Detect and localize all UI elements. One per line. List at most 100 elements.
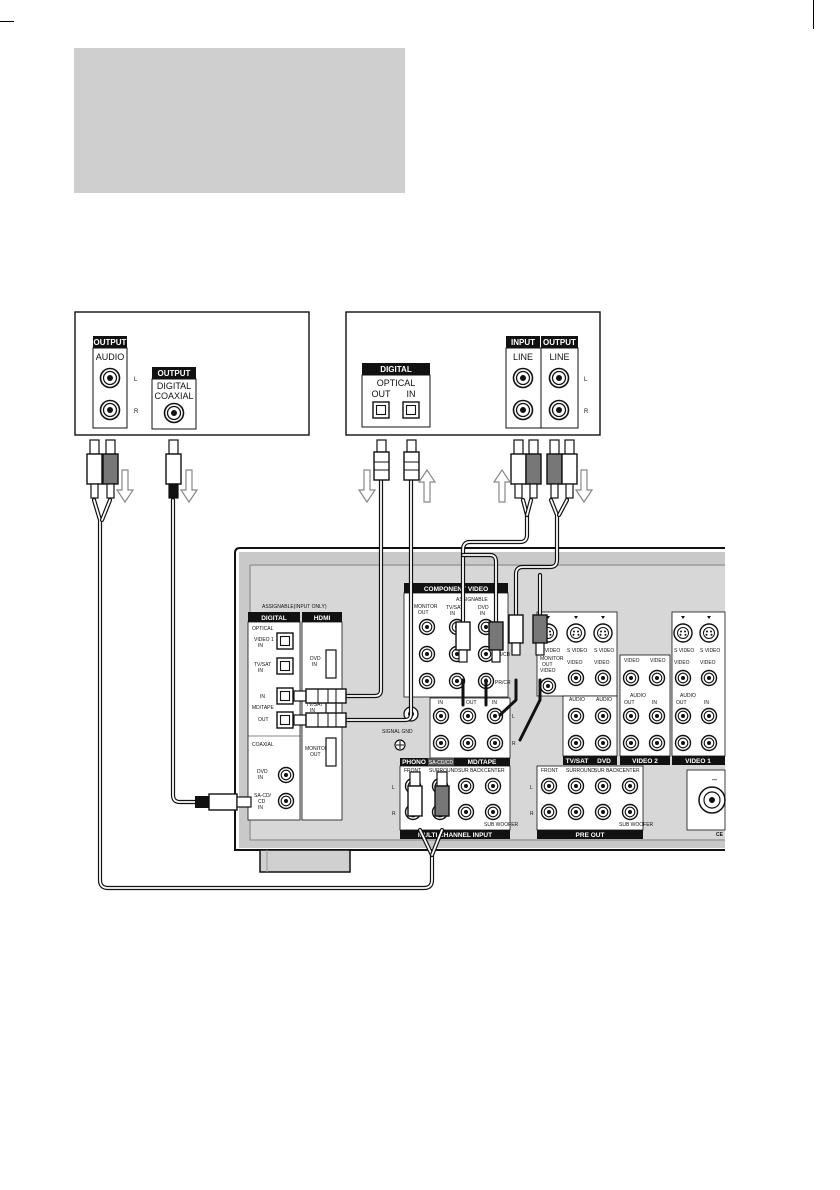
video1-svideo-out-jack[interactable] [673,623,693,643]
optical-video1-in-jack[interactable] [276,632,294,650]
device-a-audio-l-jack[interactable] [99,367,121,389]
optical-label: OPTICAL [252,626,274,632]
mdtape-in-r-jack[interactable] [486,734,504,752]
preout-front-l-jack[interactable] [540,777,558,795]
preout-surround-l-jack[interactable] [567,777,585,795]
video1-video-in-label: VIDEO [700,660,716,666]
audio-dvd-l-jack[interactable] [594,707,612,725]
svideo-label-3: S VIDEO [594,648,614,654]
preout-surround-label: SURROUND [566,768,595,774]
device-b-l: L [584,377,588,383]
comp-monitor-pr-jack[interactable] [418,672,436,690]
hdmi-tvsat-label-2: IN [310,708,315,714]
video2-audio-out-l-jack[interactable] [622,707,640,725]
hdmi-monitor-label-1: MONITOR [305,746,329,752]
mdtape-in-jack-label: IN [492,700,497,706]
receiver-mci-front-plugs [407,771,450,817]
audio-dvd-r-jack[interactable] [594,734,612,752]
device-b-optical-out-label: OUT [372,389,392,399]
preout-front-label: FRONT [541,768,558,774]
monitor-out-label-1: MONITOR [540,656,564,662]
video-dvd-in-jack[interactable] [594,669,612,687]
optical-tvsat-in-jack[interactable] [276,657,294,675]
digital-heading: DIGITAL [261,615,287,622]
device-a-audio-r-jack[interactable] [99,399,121,421]
svideo-tvsat-in-jack[interactable] [566,623,586,643]
sacd-audio-r-jack[interactable] [432,734,450,752]
optical-mdtape-in-jack[interactable] [276,687,294,705]
video2-audio-out-r-jack[interactable] [622,734,640,752]
mdtape-audio-heading: MD/TAPE [468,759,497,766]
video1-video-out-jack[interactable] [674,669,692,687]
mdtape-out-jack-label: OUT [466,700,477,706]
sacd-in-label-3: IN [258,805,263,811]
device-a-coaxial-jack[interactable] [163,402,185,424]
video1-audio-label: AUDIO [680,693,696,699]
svideo-dvd-in-jack[interactable] [593,623,613,643]
optical-plug-in-b [403,439,420,481]
mci-surback-r-jack[interactable] [457,803,475,821]
video1-video-in-jack[interactable] [700,669,718,687]
preout-surback-l-jack[interactable] [594,777,612,795]
hdmi-dvd-in-port[interactable] [325,649,337,679]
preout-center-jack[interactable] [621,777,639,795]
video1-video-out-label: VIDEO [674,660,690,666]
video1-in-label: IN [704,700,709,706]
mci-surback-l-jack[interactable] [457,777,475,795]
preout-surround-r-jack[interactable] [567,803,585,821]
device-b-line-in-label: LINE [513,352,533,362]
video1-svideo-in-jack[interactable] [699,623,719,643]
preout-subwoofer-jack[interactable] [621,803,639,821]
video1-audio-in-r-jack[interactable] [700,734,718,752]
device-b-line-in-l-jack[interactable] [512,367,534,389]
tvsat-video-label: VIDEO [567,660,583,666]
device-b: DIGITAL OPTICAL OUT IN INPUT OUTPUT LINE… [345,311,601,436]
video1-audio-out-r-jack[interactable] [674,734,692,752]
audio-tvsat-l-jack[interactable] [567,707,585,725]
coaxial-sacd-in-jack[interactable] [277,792,295,810]
device-b-line-out-l-jack[interactable] [548,367,570,389]
mdtape-out-r-jack[interactable] [459,734,477,752]
video1-svideo-out-label: S VIDEO [674,648,694,654]
video2-audio-in-r-jack[interactable] [648,734,666,752]
device-b-line-out-r-jack[interactable] [548,399,570,421]
dvd-video-label: VIDEO [594,660,610,666]
phono-in-label: IN [438,700,443,706]
device-b-optical-label: OPTICAL [377,378,416,388]
preout-r-label: R [530,811,534,817]
optical-mdtape-out-jack[interactable] [276,711,294,729]
video2-audio-in-l-jack[interactable] [648,707,666,725]
preout-front-r-jack[interactable] [540,803,558,821]
sacd-audio-l-jack[interactable] [432,707,450,725]
device-b-r: R [584,409,589,415]
video1-audio-out-l-jack[interactable] [674,707,692,725]
svideo-label-1: S VIDEO [540,648,560,654]
video2-video-in-jack[interactable] [648,669,666,687]
video-monitor-out-jack[interactable] [539,677,557,695]
mdtape-out-l-jack[interactable] [459,707,477,725]
header-placeholder-box [74,48,405,193]
mdtape-out-label: OUT [258,717,269,723]
video1-audio-in-l-jack[interactable] [700,707,718,725]
comp-dvd-label-2: IN [480,611,485,617]
hdmi-monitor-label-2: OUT [310,752,321,758]
device-b-optical-out-jack[interactable] [372,401,390,419]
video2-video-in-label: VIDEO [650,658,666,664]
audio-tvsat-r-jack[interactable] [567,734,585,752]
hdmi-monitor-out-port[interactable] [325,737,337,767]
coaxial-plug-receiver [195,793,252,811]
video-tvsat-in-jack[interactable] [567,669,585,687]
assignable-note: ASSIGNABLE(INPUT ONLY) [262,604,327,610]
mdtape-label: MD/TAPE [252,705,275,711]
preout-surback-r-jack[interactable] [594,803,612,821]
audio-l-label: L [512,714,515,720]
video2-video-out-jack[interactable] [622,669,640,687]
device-b-optical-in-jack[interactable] [402,401,420,419]
mci-center-jack[interactable] [484,777,502,795]
mci-subwoofer-jack[interactable] [484,803,502,821]
device-b-line-in-r-jack[interactable] [512,399,534,421]
coaxial-dvd-in-jack[interactable] [277,766,295,784]
comp-monitor-pb-jack[interactable] [418,645,436,663]
comp-monitor-y-jack[interactable] [418,618,436,636]
dvd-group-heading: DVD [597,758,611,765]
